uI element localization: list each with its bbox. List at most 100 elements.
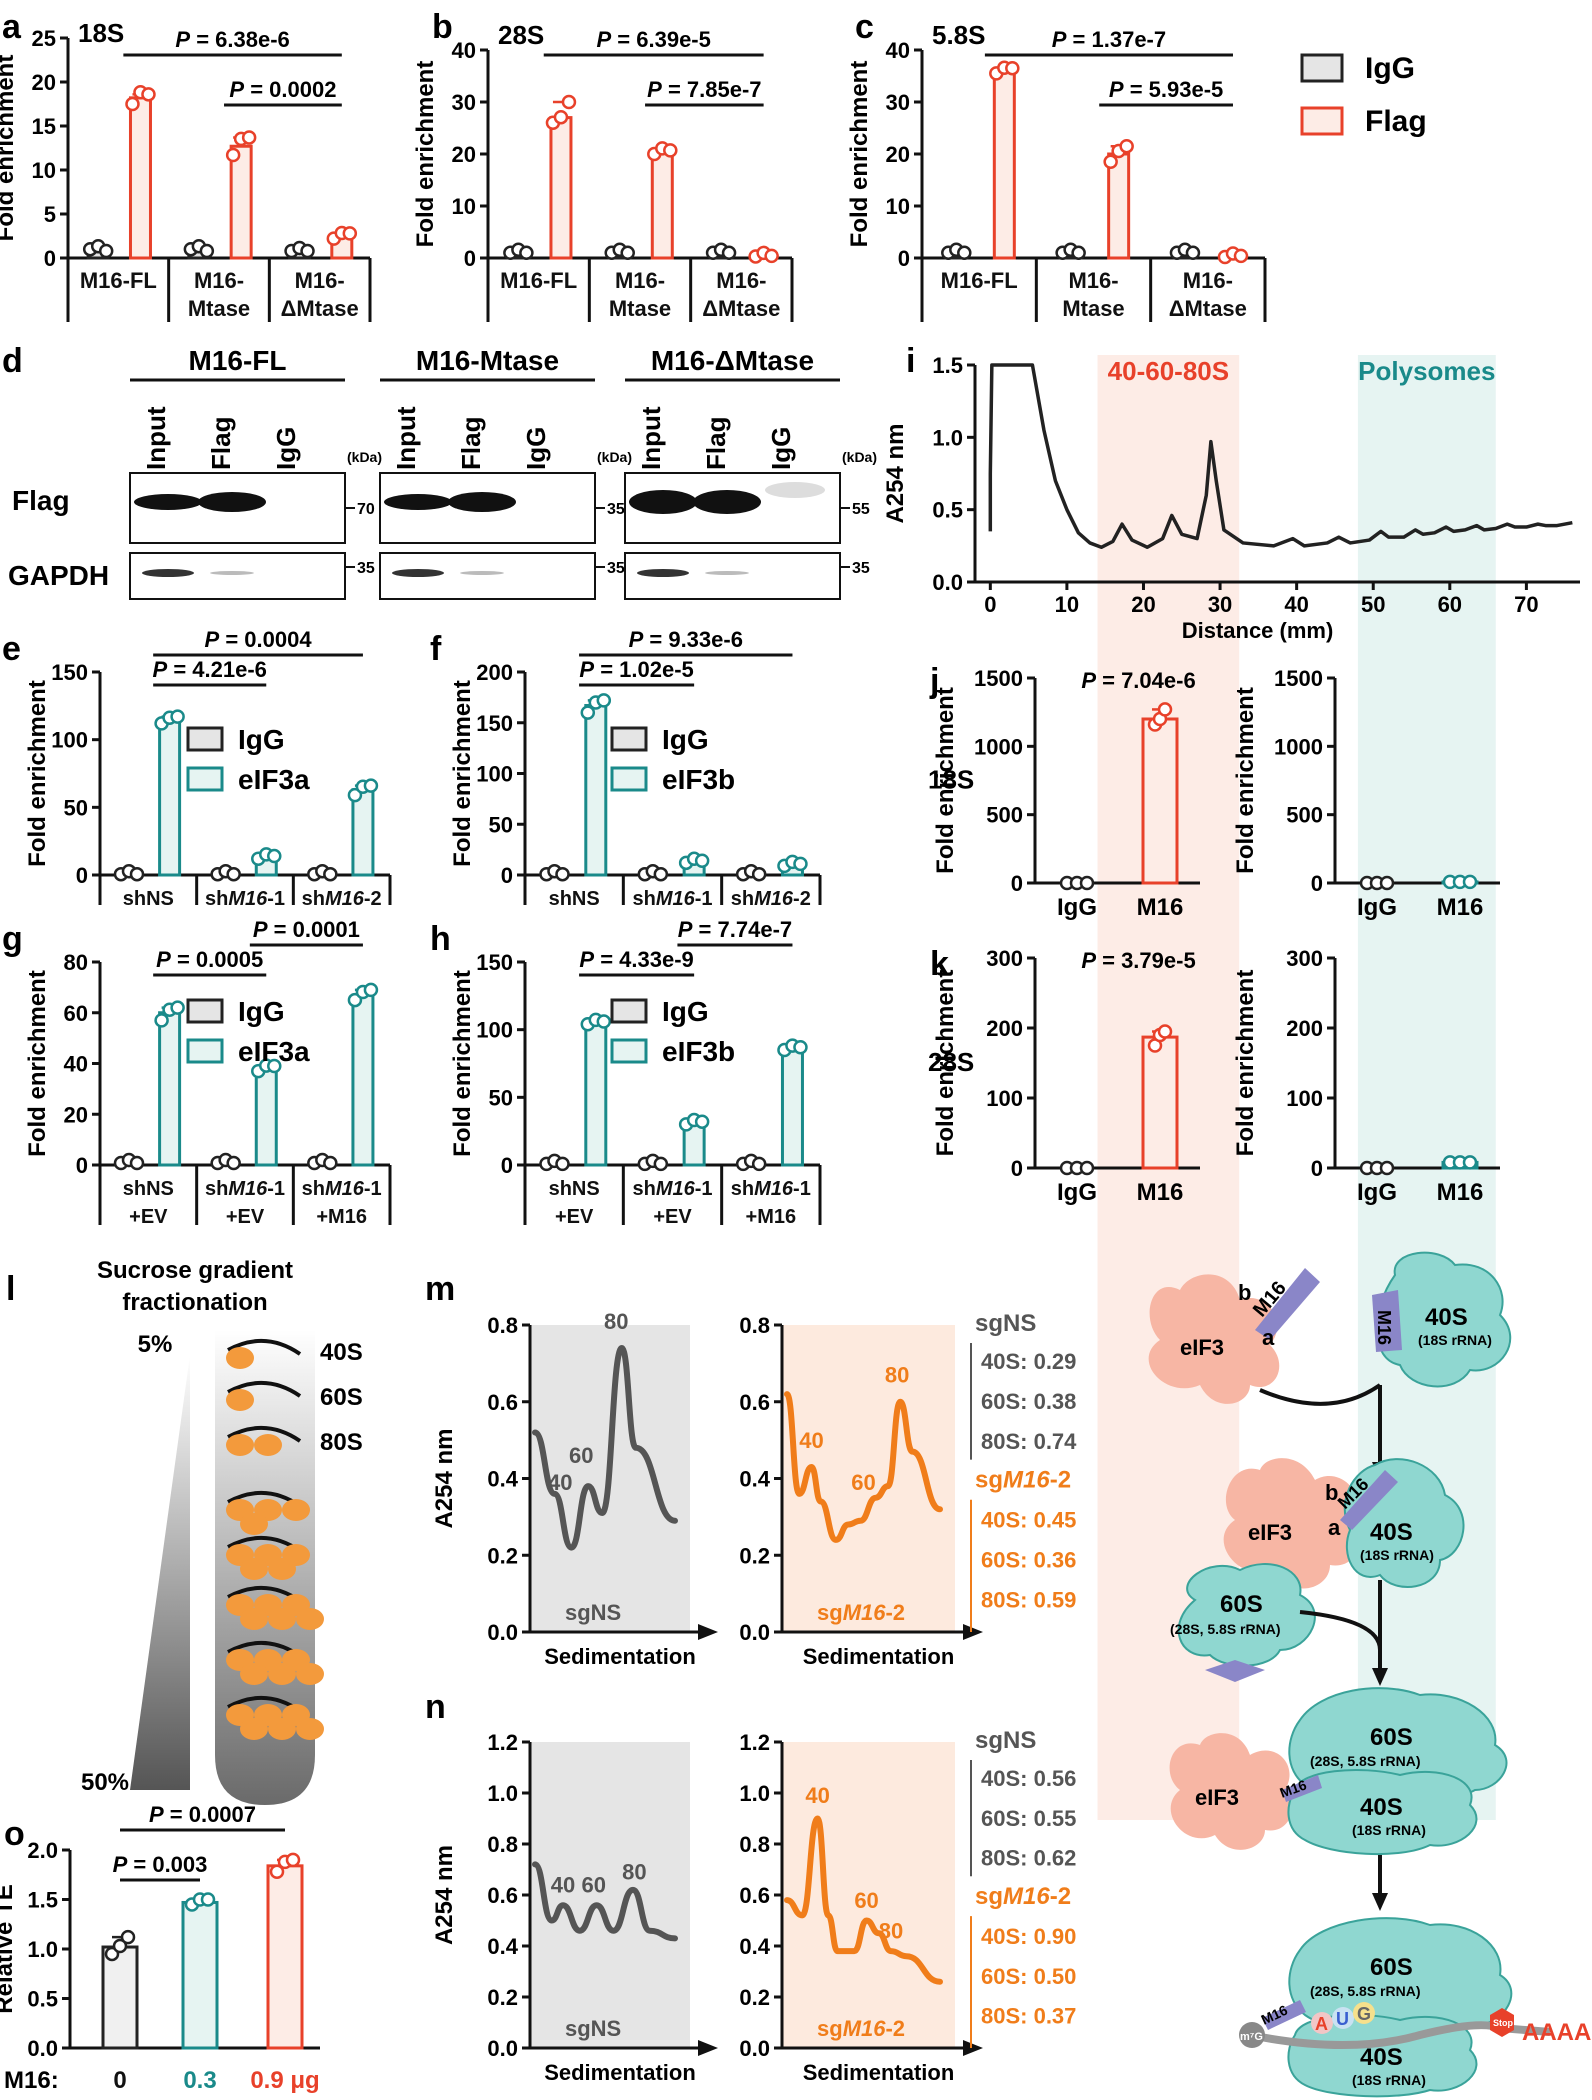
data-point [1119,138,1134,154]
p-value-label: P = 1.37e-7 [1052,27,1166,52]
band [384,494,452,510]
y-tick-label: 40 [452,38,476,63]
r18-label-2: (18S rRNA) [1360,1547,1434,1563]
data-point [323,1155,338,1171]
x-axis-title: Sedimentation [803,1644,955,1669]
x-tick-label: +EV [555,1206,594,1228]
data-point [141,87,156,102]
a254-trace [784,1815,943,1985]
p-value-label: P = 6.38e-6 [175,27,289,52]
chart-title: 28S [498,20,544,50]
y-tick-label: 0 [501,863,513,888]
p-value-label: P = 1.02e-5 [579,657,693,682]
y-axis-title: Fold enrichment [846,61,873,248]
x-axis-arrow [963,2040,983,2056]
data-point [300,243,315,259]
y-tick-label: 1.5 [932,353,963,378]
mrna-curve [227,1380,302,1398]
bar-eif3a [254,1067,278,1167]
x-tick-label: +M16 [746,1206,797,1228]
kda-label: (kDa) [347,449,382,465]
s40-label-3: 40S [1360,1794,1403,1821]
l-title-1: Sucrose gradient [97,1257,293,1284]
y-tick-label: 20 [32,70,56,95]
legend-value: 60S: 0.38 [981,1389,1076,1414]
x-tick-label: 30 [1208,592,1232,617]
x-tick-label: M16-FL [80,268,157,293]
y-tick-label: 0 [501,1153,513,1178]
data-point [129,866,145,882]
eif3-label-1: eIF3 [1180,1335,1224,1360]
row-label-flag: Flag [12,485,70,516]
p-value-label: P = 0.0005 [156,947,263,972]
data-point [1103,154,1118,170]
p-value-label: P = 9.33e-6 [629,627,743,652]
y-tick-label: 1500 [1274,666,1323,691]
y-tick-label: 1.0 [487,1781,518,1806]
x-tick-label: shM16-1 [731,1178,811,1200]
x-tick-label: 20 [1131,592,1155,617]
y-tick-label: 25 [32,26,56,51]
x-tick-label: shM16-1 [205,888,285,910]
ribosome-blob [268,1663,296,1685]
x-tick-label: M16 [1437,1179,1484,1206]
ribosome-blob [240,1558,268,1580]
data-point [1079,1160,1095,1176]
legend-label: IgG [238,996,285,1027]
blot-group-title: M16-Mtase [416,345,559,376]
y-axis-title: A254 nm [431,1845,458,1945]
panel-letter-a: a [2,8,22,46]
a254-trace [532,1861,678,1942]
data-point [267,1058,282,1074]
polya-label: AAAA [1522,2019,1591,2046]
ribosome-blob [282,1499,310,1521]
panel-letter-b: b [432,8,453,46]
ribosome-blob [226,1347,254,1369]
bar [181,1900,219,2050]
lane-label: Flag [701,417,731,470]
band [629,490,697,514]
band [198,492,266,512]
l-title-2: fractionation [122,1289,267,1316]
r60-label-3: (28S, 5.8S rRNA) [1310,1983,1420,1999]
x-tick-label: M16- [295,268,345,293]
x-tick-label: ΔMtase [702,296,780,321]
x-axis-title: Distance (mm) [1182,618,1334,643]
bar-flag [1107,152,1131,260]
band [460,571,504,575]
x-tick-label: M16 [1437,894,1484,921]
a254-trace [988,363,1573,550]
legend-label: eIF3a [238,764,310,795]
data-point [1462,874,1478,890]
blot-group-title: M16-ΔMtase [651,345,814,376]
data-point [1157,702,1173,717]
codon-u-circle [1332,2007,1354,2029]
y-tick-label: 40 [64,1052,88,1077]
data-point [226,1155,241,1171]
y-tick-label: 30 [886,90,910,115]
y-tick-label: 2.0 [27,1838,58,1863]
y-tick-label: 100 [1286,1086,1323,1111]
bar-eif3a [158,719,182,877]
x-tick-label: 0.3 [183,2067,216,2094]
x-axis-title: Sedimentation [544,1644,696,1669]
panel-letter-m: m [425,1270,455,1308]
peak-label: 40 [548,1470,572,1495]
x-tick-label: 0.9 μg [250,2067,319,2094]
panel-letter-j: j [929,662,939,700]
legend-value: 80S: 0.59 [981,1588,1076,1613]
y-tick-label: 0 [1311,871,1323,896]
bar [1141,1035,1179,1170]
lane-label: Input [141,406,171,470]
band [637,569,689,577]
region-label: 40-60-80S [1108,356,1229,386]
y-tick-label: 0.2 [739,1543,770,1568]
y-tick-label: 100 [986,1086,1023,1111]
legend-swatch-flag [1300,106,1344,136]
y-tick-label: 10 [452,194,476,219]
p-value-label: P = 3.79e-5 [1081,948,1195,973]
y-tick-label: 80 [64,950,88,975]
y-tick-label: 0.5 [27,1987,58,2012]
